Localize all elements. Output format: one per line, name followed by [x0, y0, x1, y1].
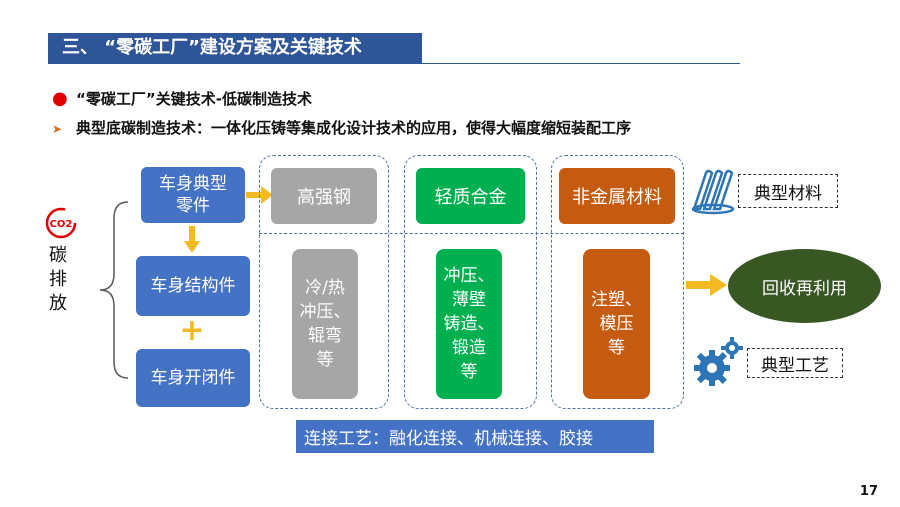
nonmetal-group-frame [551, 155, 684, 409]
bullet-arrow-icon: ➤ [52, 122, 63, 136]
alloy-group-frame [404, 155, 537, 409]
page-title: 三、 “零碳工厂”建设方案及关键技术 [48, 33, 422, 63]
left-brace [99, 201, 129, 379]
material-nonmetal: 非金属材料 [559, 168, 675, 224]
typical-process-tag: 典型工艺 [747, 348, 843, 378]
process-alloy: 冲压、 薄壁 铸造、 锻造 等 [436, 249, 502, 399]
bullet-2-text: 典型底碳制造技术：一体化压铸等集成化设计技术的应用，使得大幅度缩短装配工序 [76, 119, 632, 137]
co2-icon: CO2 [45, 207, 77, 239]
right-arrow-icon [246, 186, 273, 204]
structural-parts-box: 车身结构件 [136, 256, 250, 316]
bullet-point-2: ➤ 典型底碳制造技术：一体化压铸等集成化设计技术的应用，使得大幅度缩短装配工序 [52, 117, 631, 138]
bullet-1-text: “零碳工厂”关键技术-低碳制造技术 [76, 90, 312, 108]
steel-group-frame [259, 155, 389, 409]
down-arrow-icon [184, 226, 200, 253]
process-nonmetal: 注塑、 模压 等 [583, 249, 650, 399]
connection-process-bar: 连接工艺：融化连接、机械连接、胶接 [296, 420, 654, 453]
material-light-alloy: 轻质合金 [416, 168, 525, 224]
plus-sign: + [179, 313, 205, 348]
typical-parts-box: 车身典型 零件 [141, 167, 245, 223]
bullet-point-1: ● “零碳工厂”关键技术-低碳制造技术 [52, 88, 312, 109]
gears-icon [694, 337, 743, 386]
page-number: 17 [859, 484, 878, 499]
group-divider [259, 233, 684, 234]
header-divider [48, 63, 740, 64]
closure-parts-box: 车身开闭件 [136, 349, 250, 407]
carbon-emission-label: 碳排放 [49, 245, 67, 314]
co2-text: CO2 [50, 219, 73, 230]
recycle-arrow-icon [686, 274, 727, 296]
typical-material-tag: 典型材料 [738, 174, 838, 208]
bullet-dot-icon: ● [52, 88, 68, 109]
material-layers-icon [691, 169, 735, 215]
recycle-ellipse: 回收再利用 [728, 249, 881, 323]
process-steel: 冷/热 冲压、 辊弯 等 [292, 249, 358, 399]
material-high-strength-steel: 高强钢 [271, 168, 377, 224]
